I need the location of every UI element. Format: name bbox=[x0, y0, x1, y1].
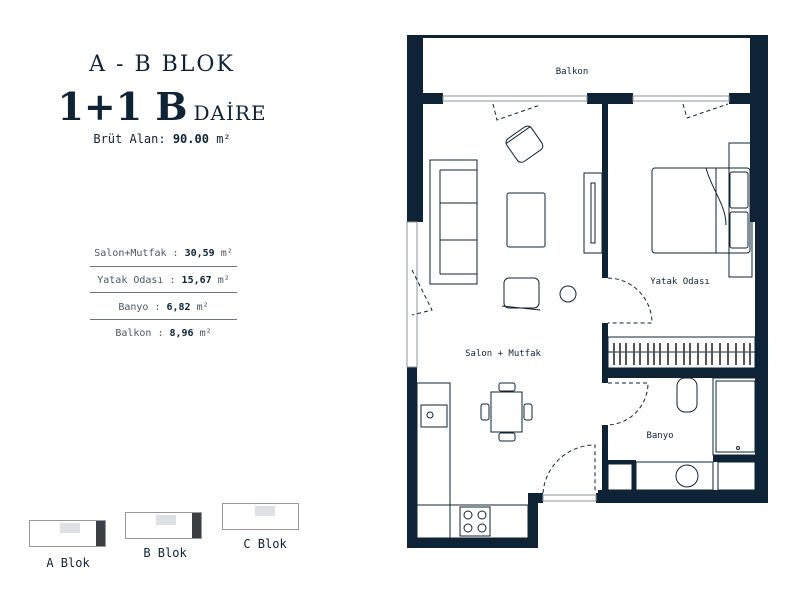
dining-table bbox=[490, 391, 523, 433]
unit-type: 1+1 B bbox=[57, 84, 188, 129]
area-row-salon-mutfak: Salon+Mutfak : 30,59 m² bbox=[94, 248, 233, 259]
area-value: 6,82 bbox=[166, 302, 191, 313]
area-label: Balkon bbox=[115, 328, 152, 339]
area-value: 8,96 bbox=[169, 328, 194, 339]
room-label-yatak-odasi: Yatak Odası bbox=[650, 277, 710, 287]
area-unit: m² bbox=[220, 248, 233, 259]
area-label: Banyo bbox=[118, 302, 149, 313]
block-b-label: B Blok bbox=[143, 546, 187, 560]
area-value: 30,59 bbox=[184, 248, 215, 259]
area-unit: m² bbox=[199, 328, 212, 339]
gross-area-value: 90.00 bbox=[172, 132, 209, 146]
area-row-yatak-odasi: Yatak Odası : 15,67 m² bbox=[97, 275, 230, 286]
room-label-salon-mutfak: Salon + Mutfak bbox=[465, 349, 541, 359]
unit-suffix: DAİRE bbox=[193, 101, 267, 125]
divider bbox=[90, 292, 237, 293]
room-label-balkon: Balkon bbox=[556, 67, 589, 77]
walls bbox=[407, 35, 768, 548]
divider bbox=[90, 266, 237, 267]
block-title: A - B BLOK bbox=[89, 52, 235, 77]
bed bbox=[651, 167, 751, 254]
block-b-thumbnail[interactable] bbox=[125, 512, 202, 539]
area-row-balkon: Balkon : 8,96 m² bbox=[115, 328, 212, 339]
area-label: Salon+Mutfak bbox=[94, 248, 167, 259]
area-row-banyo: Banyo : 6,82 m² bbox=[118, 302, 209, 313]
gross-area-label: Brüt Alan: bbox=[93, 132, 166, 146]
block-c-label: C Blok bbox=[243, 537, 287, 551]
fixtures bbox=[406, 95, 759, 539]
area-unit: m² bbox=[196, 302, 209, 313]
area-label: Yatak Odası bbox=[97, 275, 164, 286]
area-value: 15,67 bbox=[181, 275, 212, 286]
block-a-thumbnail[interactable] bbox=[29, 520, 106, 547]
gross-area: Brüt Alan: 90.00 m² bbox=[93, 132, 230, 146]
block-a-label: A Blok bbox=[46, 556, 90, 570]
room-label-banyo: Banyo bbox=[646, 431, 673, 441]
block-c-thumbnail[interactable] bbox=[222, 503, 299, 530]
gross-area-unit: m² bbox=[216, 132, 231, 146]
sofa bbox=[429, 159, 478, 285]
area-unit: m² bbox=[217, 275, 230, 286]
divider bbox=[90, 319, 237, 320]
